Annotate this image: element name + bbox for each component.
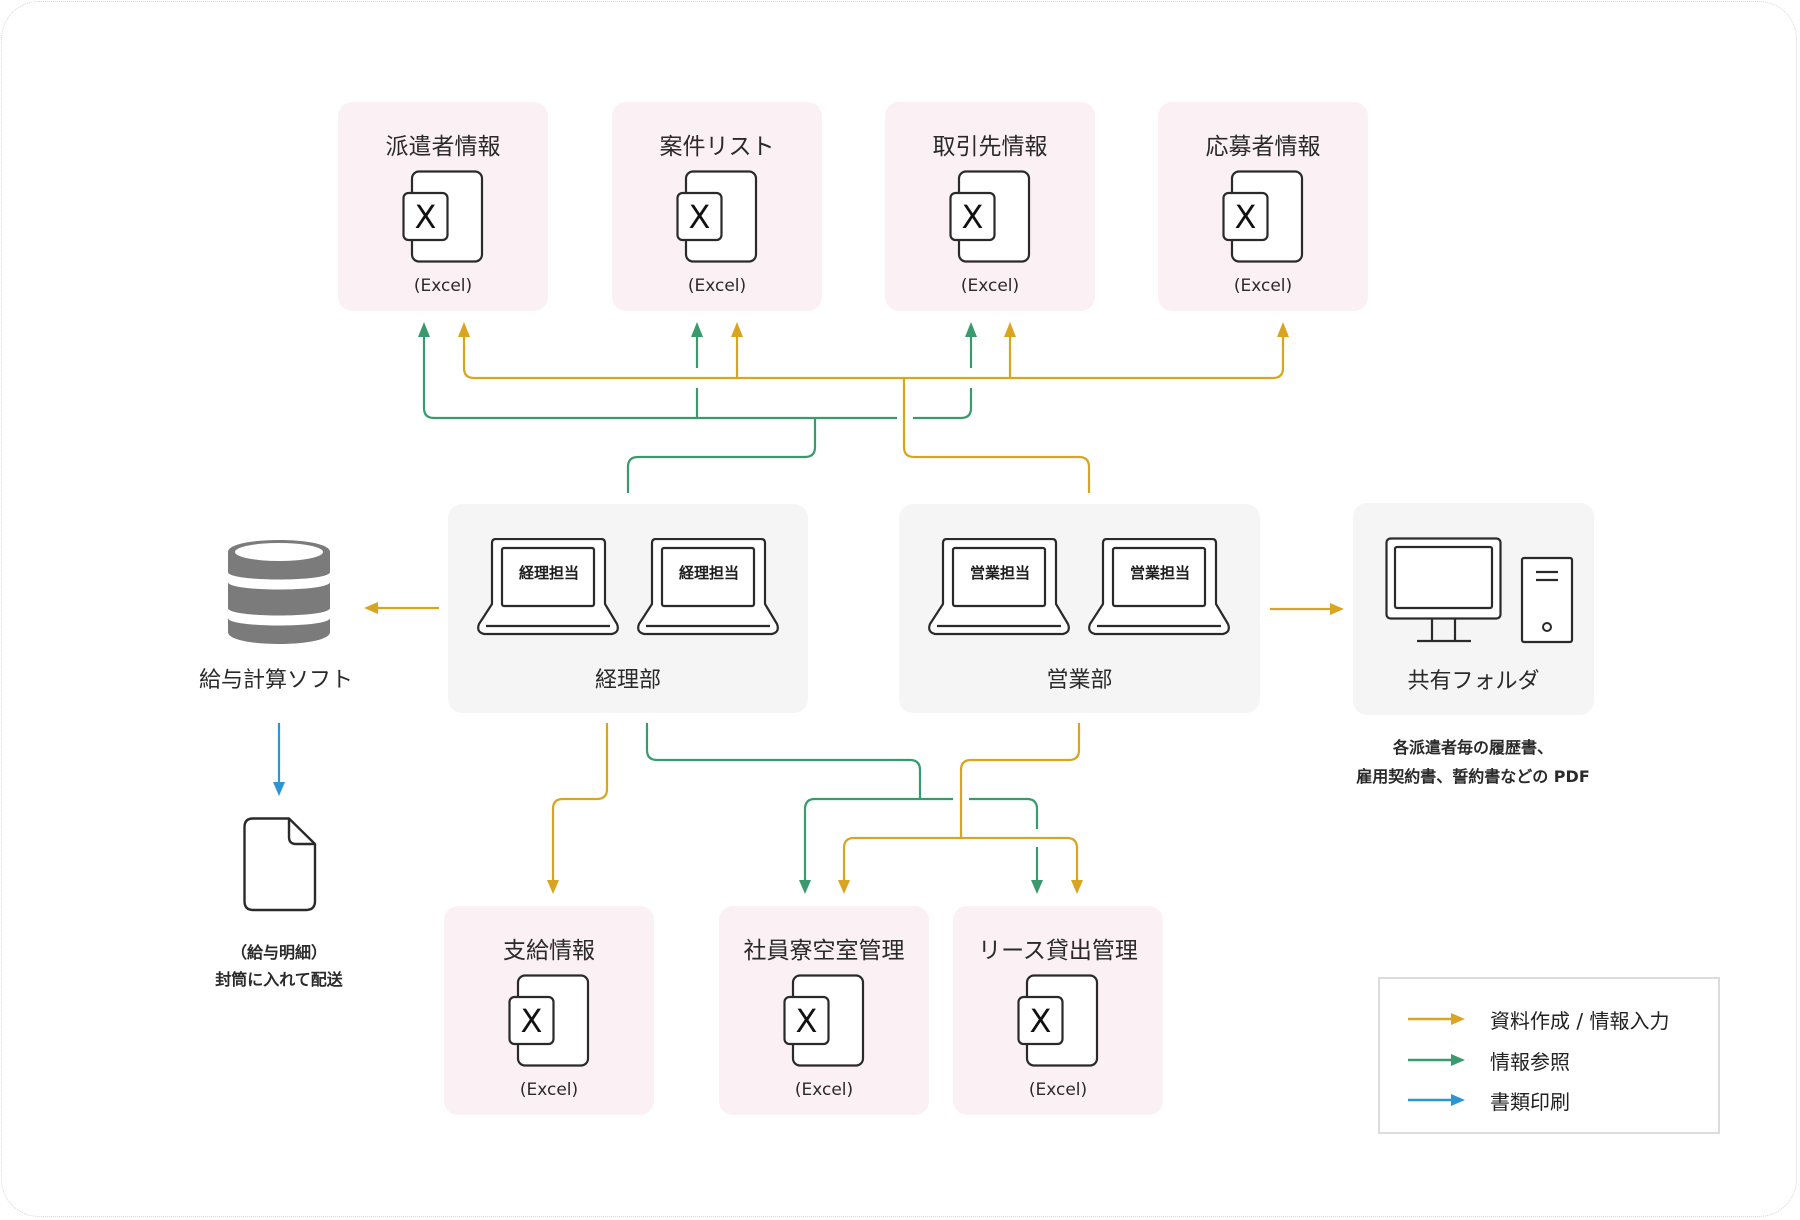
reference-flow-top: [422, 336, 973, 493]
arrowhead-up: [965, 322, 977, 337]
excel-file-icon: X: [1017, 974, 1099, 1068]
bottom-arrowheads: [547, 880, 1083, 894]
input-flow-bottom: [551, 723, 1081, 882]
legend-label: 書類印刷: [1490, 1090, 1570, 1114]
dept-name: 経理部: [594, 668, 661, 693]
bottom-data-card: リース貸出管理 X (Excel): [953, 906, 1163, 1115]
shared-folder: 共有フォルダ: [1353, 503, 1594, 715]
excel-file-icon: X: [402, 170, 484, 264]
excel-file-icon: X: [949, 170, 1031, 264]
dept-accounting: 経理担当 経理担当 経理部: [448, 504, 808, 713]
staff-label: 経理担当: [518, 564, 579, 582]
arrowhead-down: [838, 880, 850, 894]
reference-line-acct-trunk: [645, 723, 922, 799]
legend-label: 資料作成 / 情報入力: [1490, 1009, 1670, 1033]
arrowhead-up: [731, 322, 743, 337]
top-data-card: 案件リスト X (Excel): [612, 102, 822, 311]
top-data-card: 派遣者情報 X (Excel): [338, 102, 548, 311]
top-arrowheads: [418, 322, 1289, 337]
payslip-delivery-label: 封筒に入れて配送: [215, 970, 343, 989]
input-line-main: [462, 336, 1285, 380]
input-flow-top: [462, 336, 1285, 493]
card-title: 取引先情報: [932, 134, 1048, 160]
document-icon: [243, 817, 317, 912]
arrowhead-up: [1004, 322, 1016, 337]
reference-line-split-right: [969, 797, 1039, 829]
file-format-label: (Excel): [413, 276, 473, 296]
arrow-green-icon: [1408, 1054, 1465, 1066]
arrowhead-down: [547, 880, 559, 894]
input-flow-payroll: [364, 602, 439, 614]
reference-line-trunk: [626, 418, 817, 493]
legend-label: 情報参照: [1490, 1050, 1570, 1074]
payslip-label: （給与明細）: [230, 943, 327, 962]
svg-text:X: X: [521, 1002, 543, 1040]
laptop-icon: 経理担当: [636, 537, 780, 642]
file-format-label: (Excel): [794, 1080, 854, 1100]
input-line-trunk: [902, 378, 1091, 493]
reference-line-main: [422, 336, 897, 420]
laptop-icon: 営業担当: [1087, 537, 1231, 642]
arrowhead-down: [1031, 880, 1043, 894]
excel-file-icon: X: [676, 170, 758, 264]
reference-line-right: [913, 388, 973, 420]
print-flow-payslip: [273, 723, 285, 796]
file-format-label: (Excel): [519, 1080, 579, 1100]
top-data-card: 取引先情報 X (Excel): [885, 102, 1095, 311]
arrowhead-down: [1071, 880, 1083, 894]
arrow-yellow-icon: [1408, 1013, 1465, 1025]
reference-line-split-left: [803, 797, 953, 882]
file-format-label: (Excel): [960, 276, 1020, 296]
excel-file-icon: X: [783, 974, 865, 1068]
input-flow-shared-folder: [1270, 603, 1344, 615]
card-title: 社員寮空室管理: [743, 938, 905, 964]
arrowhead-up: [1277, 322, 1289, 337]
shared-folder-note-line-1: 各派遣者毎の履歴書、: [1392, 738, 1553, 757]
card-title: 案件リスト: [659, 134, 775, 160]
dept-sales: 営業担当 営業担当 営業部: [899, 504, 1260, 713]
arrow-blue-icon: [1408, 1094, 1465, 1106]
arrowhead-up: [691, 322, 703, 337]
shared-folder-note-line-2: 雇用契約書、誓約書などの PDF: [1356, 767, 1590, 786]
file-format-label: (Excel): [1028, 1080, 1088, 1100]
bottom-data-card: 支給情報 X (Excel): [444, 906, 654, 1115]
staff-label: 営業担当: [1129, 564, 1190, 582]
database-icon: [228, 540, 330, 644]
card-title: 応募者情報: [1205, 134, 1321, 160]
input-line-payment: [551, 723, 609, 882]
arrowhead-up: [458, 322, 470, 337]
card-title: 派遣者情報: [385, 134, 501, 160]
staff-label: 経理担当: [678, 564, 739, 582]
legend: 資料作成 / 情報入力 情報参照 書類印刷: [1378, 977, 1720, 1134]
card-title: 支給情報: [503, 938, 595, 964]
input-line-sales-trunk: [959, 723, 1081, 838]
excel-file-icon: X: [1222, 170, 1304, 264]
svg-text:X: X: [1235, 198, 1257, 236]
shared-folder-label: 共有フォルダ: [1407, 669, 1540, 694]
desktop-computer-icon: [1385, 537, 1574, 644]
laptop-icon: 経理担当: [476, 537, 620, 642]
payroll-software-label: 給与計算ソフト: [198, 668, 353, 693]
arrowhead-down: [799, 880, 811, 894]
reference-flow-bottom: [645, 723, 1039, 882]
bottom-data-card: 社員寮空室管理 X (Excel): [719, 906, 929, 1115]
svg-text:X: X: [962, 198, 984, 236]
excel-file-icon: X: [508, 974, 590, 1068]
svg-text:X: X: [415, 198, 437, 236]
file-format-label: (Excel): [687, 276, 747, 296]
top-data-card: 応募者情報 X (Excel): [1158, 102, 1368, 311]
svg-text:X: X: [689, 198, 711, 236]
staff-label: 営業担当: [969, 564, 1030, 582]
file-format-label: (Excel): [1233, 276, 1293, 296]
card-title: リース貸出管理: [978, 938, 1138, 964]
svg-text:X: X: [796, 1002, 818, 1040]
input-line-split: [842, 836, 1079, 882]
laptop-icon: 営業担当: [927, 537, 1071, 642]
svg-text:X: X: [1030, 1002, 1052, 1040]
dept-name: 営業部: [1046, 668, 1113, 693]
arrowhead-up: [418, 322, 430, 337]
